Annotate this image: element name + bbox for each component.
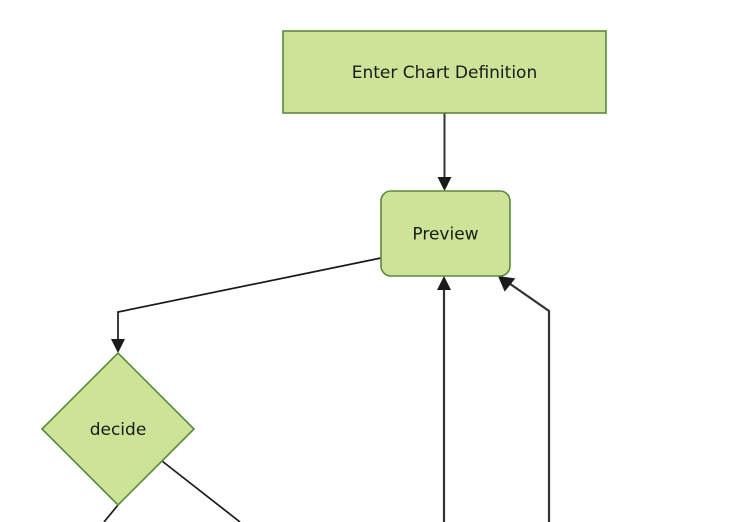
edge-decide-bottom-right-line [161, 460, 241, 522]
edge-decide-bottom-left-line [103, 504, 119, 522]
node-enter-chart-definition[interactable]: Enter Chart Definition [282, 30, 607, 114]
edge-bottom-right-to-preview-arrowhead [498, 276, 516, 292]
node-layer: Enter Chart Definition Preview decide [40, 30, 607, 507]
node-preview-shape[interactable] [380, 190, 511, 277]
edge-bottom-right-to-preview-line [503, 279, 551, 522]
node-decide-shape[interactable] [40, 351, 196, 507]
edge-bottom-center-to-preview [437, 276, 451, 522]
edge-preview-to-decide-line [117, 257, 382, 346]
edge-decide-bottom-right [161, 460, 241, 522]
node-decide[interactable]: decide [40, 351, 196, 507]
edge-enter-to-preview [437, 113, 452, 191]
node-enter-chart-definition-shape[interactable] [282, 30, 607, 114]
edge-enter-to-preview-arrowhead [437, 177, 452, 191]
edge-layer [103, 113, 551, 522]
edge-bottom-right-to-preview [498, 276, 551, 522]
node-preview[interactable]: Preview [380, 190, 511, 277]
edge-bottom-center-to-preview-arrowhead [437, 276, 451, 290]
edge-preview-to-decide [111, 257, 382, 353]
edge-preview-to-decide-arrowhead [111, 339, 125, 353]
edge-decide-bottom-left [103, 504, 119, 522]
